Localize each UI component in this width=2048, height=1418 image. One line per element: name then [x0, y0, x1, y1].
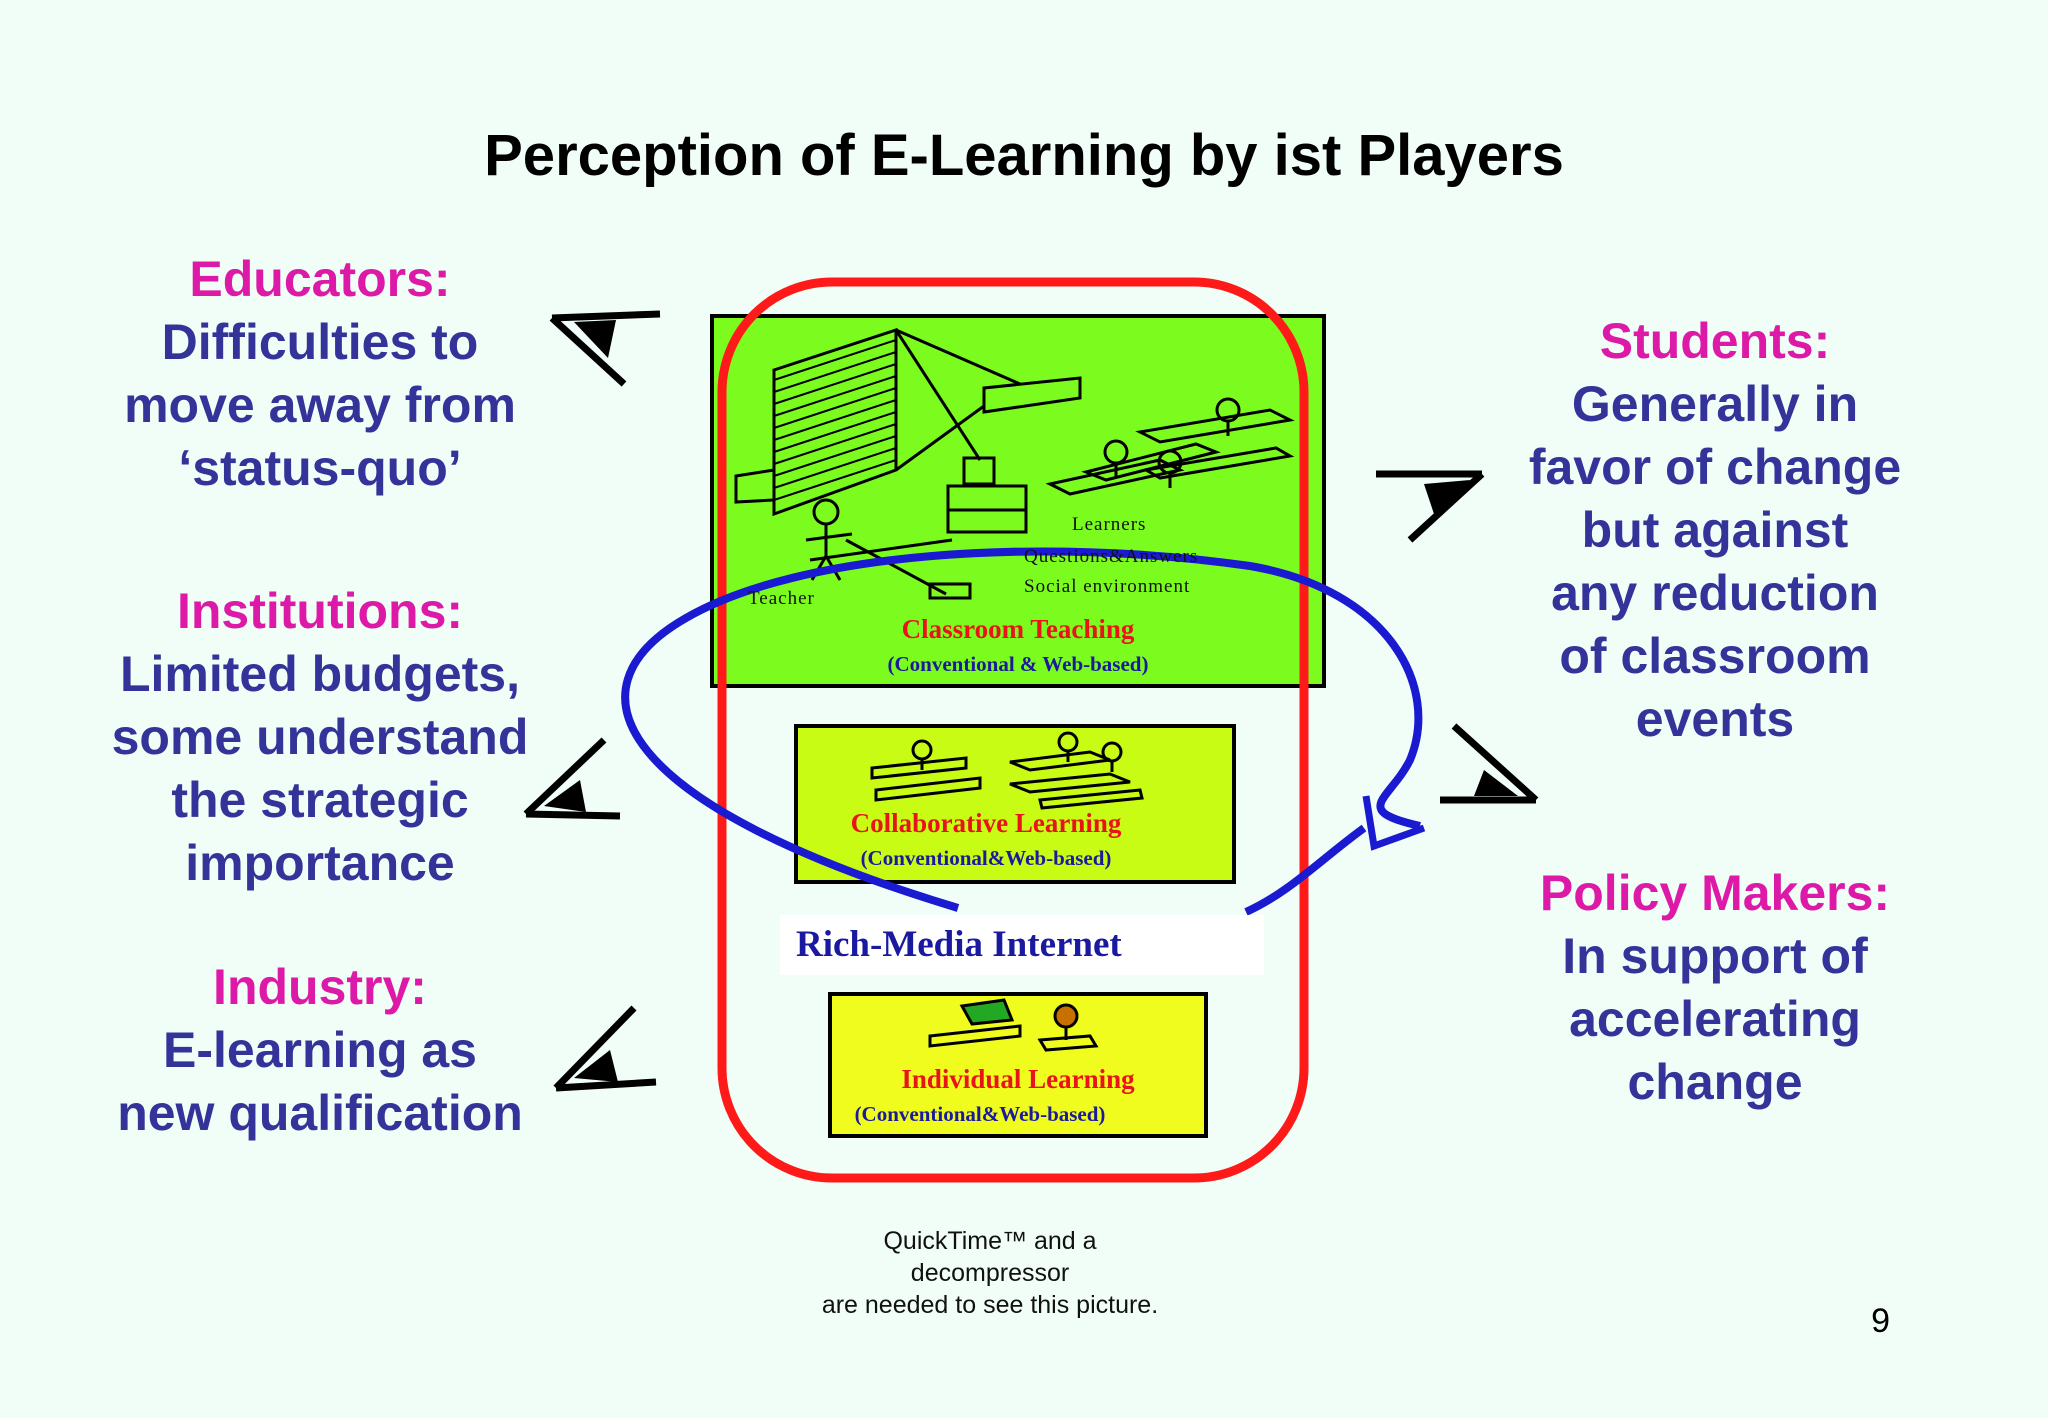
social-environment-label: Social environment	[1024, 576, 1191, 597]
individual-learning-title: Individual Learning	[901, 1064, 1135, 1094]
player-institutions: Institutions: Limited budgets, some unde…	[60, 580, 580, 895]
red-outline	[717, 277, 1309, 1183]
pointer-arrow-industry-icon	[553, 1005, 657, 1092]
classroom-illustration	[734, 327, 1295, 600]
pointer-arrow-students-icon	[1376, 470, 1485, 543]
classroom-teaching-subtitle: (Conventional & Web-based)	[887, 652, 1149, 676]
policy-makers-heading: Policy Makers:	[1539, 865, 1891, 921]
pointer-arrow-educators-icon	[549, 310, 661, 387]
quicktime-notice: QuickTime™ and a decompressor are needed…	[821, 1227, 1159, 1319]
collaborative-learning-subtitle: (Conventional&Web-based)	[860, 846, 1112, 870]
collaborative-learning-title: Collaborative Learning	[850, 808, 1122, 838]
individual-box	[828, 992, 1208, 1138]
page-number: 9	[1871, 1302, 1890, 1340]
educators-heading: Educators:	[189, 251, 451, 307]
educators-text: Difficulties to move away from ‘status-q…	[124, 314, 516, 496]
player-policy-makers: Policy Makers: In support of acceleratin…	[1450, 862, 1980, 1114]
cycle-ellipse	[621, 547, 1423, 912]
students-heading: Students:	[1599, 313, 1831, 369]
collaborative-illustration	[870, 731, 1144, 810]
player-industry: Industry: E-learning as new qualificatio…	[60, 956, 580, 1145]
cycle-arrowhead-icon	[1362, 795, 1426, 851]
collaborative-box	[794, 724, 1236, 884]
individual-learning-subtitle: (Conventional&Web-based)	[854, 1102, 1106, 1126]
pointer-arrow-policy-makers-icon	[1440, 723, 1539, 804]
teacher-label: Teacher	[748, 588, 815, 609]
students-text: Generally in favor of change but against…	[1528, 376, 1902, 747]
player-students: Students: Generally in favor of change b…	[1450, 310, 1980, 751]
individual-illustration	[928, 998, 1099, 1052]
questions-answers-label: Questions&Answers	[1024, 546, 1199, 567]
classroom-teaching-title: Classroom Teaching	[901, 614, 1135, 644]
industry-text: E-learning as new qualification	[117, 1022, 523, 1141]
player-educators: Educators: Difficulties to move away fro…	[60, 248, 580, 500]
cycle-ellipse-tail	[1244, 824, 1367, 916]
institutions-heading: Institutions:	[176, 583, 464, 639]
learners-label: Learners	[1072, 514, 1147, 535]
institutions-text: Limited budgets, some understand the str…	[111, 646, 529, 891]
pointer-arrow-institutions-icon	[523, 737, 621, 820]
industry-heading: Industry:	[213, 959, 427, 1015]
policy-makers-text: In support of accelerating change	[1562, 928, 1868, 1110]
slide-title: Perception of E-Learning by ist Players	[484, 123, 1564, 188]
rich-media-internet-label: Rich-Media Internet	[780, 915, 1264, 975]
